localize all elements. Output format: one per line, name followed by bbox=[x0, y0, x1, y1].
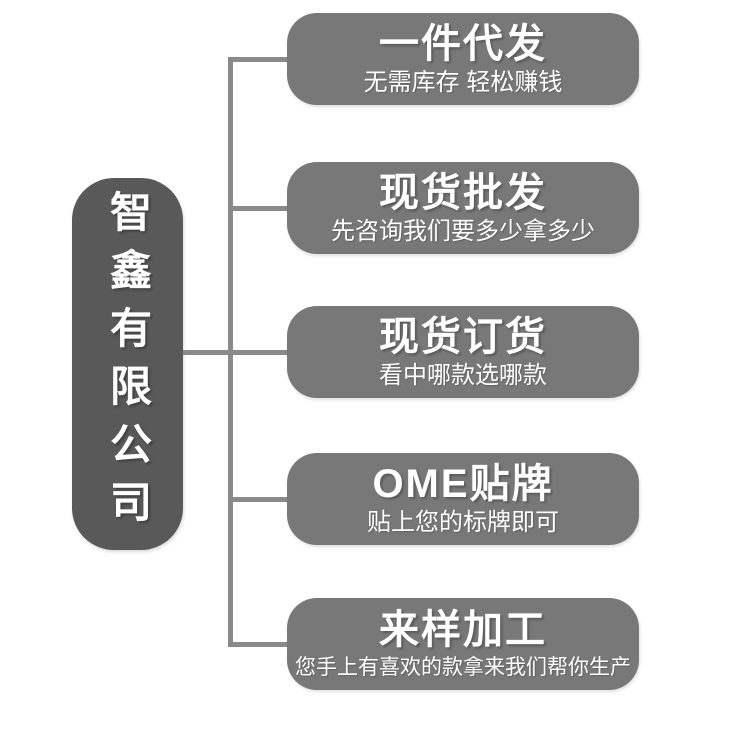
connector-branch-4 bbox=[228, 497, 288, 502]
service-subtitle: 看中哪款选哪款 bbox=[379, 361, 547, 389]
service-subtitle: 您手上有喜欢的款拿来我们帮你生产 bbox=[295, 656, 631, 680]
connector-trunk-line bbox=[228, 57, 233, 647]
service-title: 来样加工 bbox=[379, 608, 547, 653]
service-title: 一件代发 bbox=[379, 21, 547, 66]
service-title: 现货批发 bbox=[379, 170, 547, 215]
service-title: OME贴牌 bbox=[372, 461, 554, 506]
service-box-oem-labeling: OME贴牌 贴上您的标牌即可 bbox=[287, 453, 639, 545]
company-box: 智鑫有限公司 bbox=[72, 178, 183, 550]
service-box-stock-order: 现货订货 看中哪款选哪款 bbox=[287, 306, 639, 398]
connector-main-line bbox=[183, 350, 288, 355]
connector-branch-2 bbox=[228, 206, 288, 211]
service-box-sample-processing: 来样加工 您手上有喜欢的款拿来我们帮你生产 bbox=[287, 598, 639, 690]
service-subtitle: 先咨询我们要多少拿多少 bbox=[331, 217, 595, 245]
service-subtitle: 无需库存 轻松赚钱 bbox=[363, 68, 563, 96]
service-box-wholesale: 现货批发 先咨询我们要多少拿多少 bbox=[287, 162, 639, 254]
service-title: 现货订货 bbox=[379, 314, 547, 359]
connector-branch-5 bbox=[228, 642, 288, 647]
service-box-dropshipping: 一件代发 无需库存 轻松赚钱 bbox=[287, 13, 639, 105]
service-subtitle: 贴上您的标牌即可 bbox=[367, 508, 559, 536]
company-name: 智鑫有限公司 bbox=[104, 190, 152, 538]
connector-branch-1 bbox=[228, 57, 288, 62]
